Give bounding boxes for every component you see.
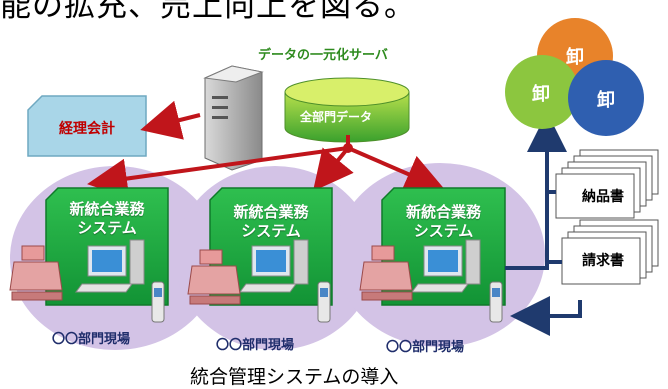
cash-register-icon bbox=[187, 249, 241, 305]
server-label: データの一元化サーバ bbox=[258, 48, 388, 63]
system-title-line1: 新統合業務 bbox=[405, 203, 481, 221]
accounting-label: 経理会計 bbox=[59, 121, 115, 137]
handheld-scanner-icon bbox=[489, 281, 503, 323]
delivery-slip-stack bbox=[555, 149, 659, 219]
cash-register-icon bbox=[359, 245, 413, 301]
system-title-line2: システム bbox=[241, 222, 301, 240]
system-node-3: 新統合業務 システム bbox=[382, 203, 505, 253]
server-icon bbox=[203, 65, 264, 171]
site-label: 〇〇部門現場 bbox=[216, 338, 295, 353]
invoice-stack bbox=[561, 219, 659, 285]
system-node-1: 新統合業務 システム bbox=[46, 200, 168, 250]
delivery-slip-label: 納品書 bbox=[582, 189, 624, 205]
computer-icon bbox=[239, 239, 309, 293]
arrow-to-system-1 bbox=[87, 146, 349, 199]
wholesaler-label: 卸 bbox=[566, 47, 584, 68]
invoice-label: 請求書 bbox=[582, 253, 624, 269]
system-title-line2: システム bbox=[413, 222, 474, 240]
arrow-to-system-2 bbox=[312, 146, 354, 192]
site-label: 〇〇部門現場 bbox=[386, 340, 465, 355]
arrow-to-accounting bbox=[140, 100, 201, 140]
diagram-caption: 統合管理システムの導入 bbox=[190, 366, 399, 388]
wholesaler-label: 卸 bbox=[532, 84, 550, 105]
database-label: 全部門データ bbox=[300, 110, 373, 124]
handheld-scanner-icon bbox=[151, 281, 165, 323]
accounting-node: 経理会計 bbox=[28, 96, 146, 156]
system-title-line1: 新統合業務 bbox=[69, 200, 145, 218]
cash-register-icon bbox=[9, 245, 63, 301]
headline-text: 能の拡充、売上向上を図る。 bbox=[0, 0, 416, 24]
wholesaler-circle bbox=[568, 60, 644, 136]
computer-icon bbox=[411, 239, 481, 293]
computer-icon bbox=[75, 239, 145, 293]
system-title-line2: システム bbox=[77, 219, 137, 237]
data-flow-arrows bbox=[87, 100, 446, 199]
wholesaler-label: 卸 bbox=[597, 90, 615, 111]
database-cylinder bbox=[284, 77, 410, 143]
system-title-line1: 新統合業務 bbox=[233, 203, 309, 221]
site-label: 〇〇部門現場 bbox=[52, 332, 131, 347]
arrow-to-system-3 bbox=[347, 146, 446, 193]
arrow-junction bbox=[343, 143, 353, 153]
system-node-2: 新統合業務 システム bbox=[210, 203, 332, 253]
wholesaler-circle bbox=[505, 55, 579, 129]
handheld-scanner-icon bbox=[317, 281, 331, 323]
